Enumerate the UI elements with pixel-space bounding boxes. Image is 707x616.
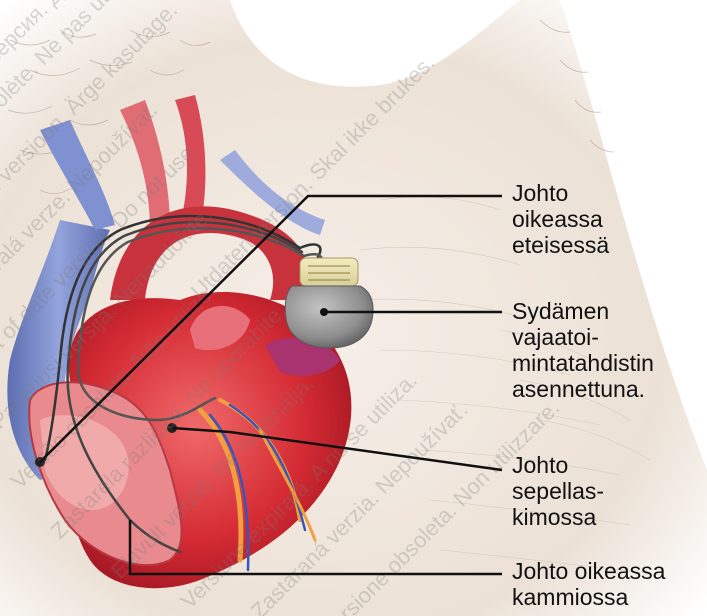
label-line: oikeassa xyxy=(512,206,609,232)
label-line: asennettuna. xyxy=(512,376,654,402)
label-line: mintatahdistin xyxy=(512,350,654,376)
label-line: vajaatoi- xyxy=(512,324,654,350)
label-line: kimossa xyxy=(512,504,604,530)
label-line: sepellas- xyxy=(512,478,604,504)
label-line: eteisessä xyxy=(512,232,609,258)
label-atrium-lead: Johto oikeassa eteisessä xyxy=(512,180,609,258)
label-line: Sydämen xyxy=(512,298,654,324)
label-ventricle-lead: Johto oikeassa kammiossa xyxy=(512,558,665,610)
label-line: kammiossa xyxy=(512,584,665,610)
label-line: Johto xyxy=(512,452,604,478)
label-line: Johto xyxy=(512,180,609,206)
label-line: Johto oikeassa xyxy=(512,558,665,584)
label-sinus-lead: Johto sepellas- kimossa xyxy=(512,452,604,530)
pacemaker-header xyxy=(300,258,358,286)
pacemaker-can xyxy=(285,286,373,348)
label-device: Sydämen vajaatoi- mintatahdistin asennet… xyxy=(512,298,654,402)
